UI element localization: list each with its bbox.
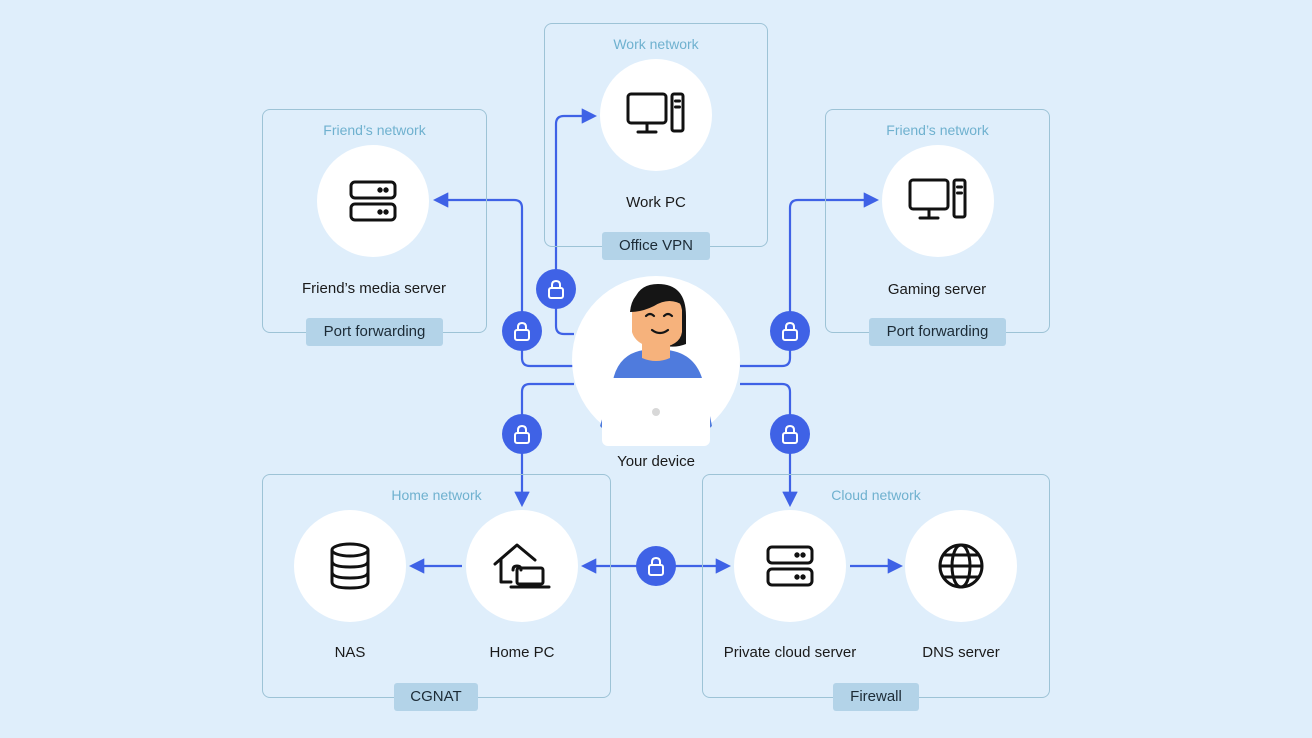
desktop-pc-icon <box>908 178 967 220</box>
link-to-friends-media-server <box>432 192 574 368</box>
work-network-title: Work network <box>613 36 699 52</box>
database-icon <box>330 542 370 590</box>
office-vpn-tag: Office VPN <box>602 232 710 260</box>
server-icon <box>766 545 814 587</box>
desktop-pc-icon <box>626 92 685 134</box>
link-to-work-pc <box>554 108 598 336</box>
work-pc-label: Work PC <box>626 194 686 211</box>
lock-icon <box>502 414 542 454</box>
dns-server-label: DNS server <box>922 644 1000 661</box>
home-pc-label: Home PC <box>489 644 555 661</box>
your-device-avatar <box>572 276 740 446</box>
work-pc-node <box>600 59 712 171</box>
globe-icon <box>938 543 984 589</box>
cloud-network-title: Cloud network <box>831 487 921 503</box>
port-forwarding-left-tag: Port forwarding <box>306 318 443 346</box>
cgnat-tag: CGNAT <box>394 683 478 711</box>
friend-network-right-title: Friend’s network <box>886 122 989 138</box>
port-forwarding-right-tag: Port forwarding <box>869 318 1006 346</box>
lock-icon <box>636 546 676 586</box>
private-cloud-server-label: Private cloud server <box>723 644 857 661</box>
lock-icon <box>770 414 810 454</box>
dns-server-node <box>905 510 1017 622</box>
gaming-server-node <box>882 145 994 257</box>
home-laptop-icon <box>493 543 551 589</box>
lock-icon <box>770 311 810 351</box>
link-to-home-pc <box>514 382 574 508</box>
your-device-label: Your device <box>617 453 695 470</box>
private-cloud-server-node <box>734 510 846 622</box>
home-pc-node <box>466 510 578 622</box>
firewall-tag: Firewall <box>833 683 919 711</box>
server-icon <box>349 180 397 222</box>
link-to-private-cloud-server <box>740 382 798 508</box>
person-with-laptop <box>572 276 740 446</box>
nas-label: NAS <box>334 644 366 661</box>
friend-network-left-title: Friend’s network <box>323 122 426 138</box>
lock-icon <box>536 269 576 309</box>
home-network-title: Home network <box>391 487 482 503</box>
link-to-gaming-server <box>740 192 880 368</box>
nas-node <box>294 510 406 622</box>
friends-media-server-node <box>317 145 429 257</box>
lock-icon <box>502 311 542 351</box>
friends-media-server-label: Friend’s media server <box>302 280 446 297</box>
gaming-server-label: Gaming server <box>887 281 987 298</box>
